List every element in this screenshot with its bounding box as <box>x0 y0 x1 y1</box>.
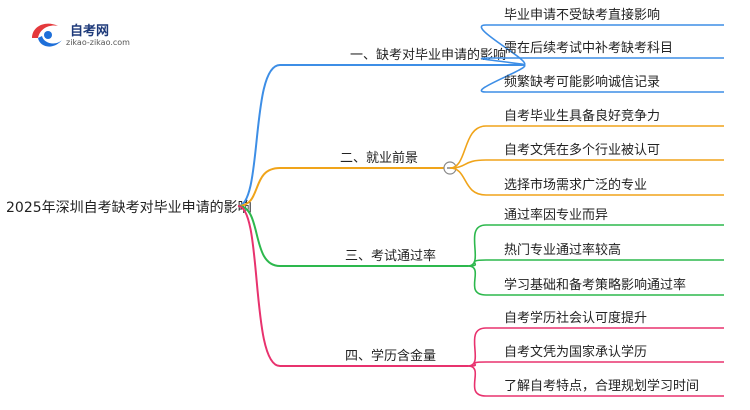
branch-2[interactable]: 二、就业前景 自考毕业生具备良好竞争力自考文凭在多个行业被认可选择市场需求广泛的专… <box>237 108 724 207</box>
branch-connector <box>237 205 281 367</box>
root-topic: 2025年深圳自考缺考对毕业申请的影响 <box>6 200 252 216</box>
leaf-label: 选择市场需求广泛的专业 <box>504 177 647 193</box>
leaf-node[interactable]: 毕业申请不受缺考直接影响 <box>480 7 724 66</box>
leaf-connector <box>449 159 487 169</box>
leaf-label: 自考文凭在多个行业被认可 <box>504 142 660 158</box>
branch-label[interactable]: 三、考试通过率 <box>345 248 436 264</box>
logo-title: 自考网 <box>70 24 110 39</box>
leaf-connector <box>467 265 487 296</box>
leaf-node[interactable]: 自考文凭在多个行业被认可 <box>449 142 724 169</box>
leaf-connector <box>467 365 487 397</box>
leaf-node[interactable]: 热门专业通过率较高 <box>467 242 724 267</box>
branch-label[interactable]: 一、缺考对毕业申请的影响 <box>350 47 506 63</box>
leaf-label: 需在后续考试中补考缺考科目 <box>504 41 673 56</box>
leaf-label: 自考毕业生具备良好竞争力 <box>504 108 660 124</box>
branch-label[interactable]: 二、就业前景 <box>340 150 418 166</box>
leaf-node[interactable]: 需在后续考试中补考缺考科目 <box>481 41 724 66</box>
leaf-connector <box>449 167 487 196</box>
leaf-label: 自考学历社会认可度提升 <box>504 310 647 326</box>
leaf-connector <box>467 361 487 367</box>
branch-label[interactable]: 四、学历含金量 <box>345 348 436 364</box>
leaf-label: 毕业申请不受缺考直接影响 <box>504 7 660 23</box>
leaf-node[interactable]: 自考学历社会认可度提升 <box>467 310 724 367</box>
branch-connector <box>237 64 281 207</box>
leaf-node[interactable]: 自考毕业生具备良好竞争力 <box>449 108 724 169</box>
leaf-label: 了解自考特点，合理规划学习时间 <box>504 378 699 394</box>
leaf-label: 热门专业通过率较高 <box>504 242 621 258</box>
leaf-connector <box>467 327 487 367</box>
logo-url: zikao-zikao.com <box>66 38 130 47</box>
leaf-node[interactable]: 通过率因专业而异 <box>467 207 724 267</box>
branch-4[interactable]: 四、学历含金量 自考学历社会认可度提升自考文凭为国家承认学历了解自考特点，合理规划… <box>237 205 724 397</box>
logo-mark-icon <box>32 23 62 47</box>
leaf-label: 自考文凭为国家承认学历 <box>504 344 647 360</box>
leaf-label: 学习基础和备考策略影响通过率 <box>504 277 686 293</box>
leaf-label: 通过率因专业而异 <box>504 207 608 223</box>
leaf-connector <box>480 64 526 93</box>
branch-connector <box>237 167 281 207</box>
leaf-node[interactable]: 了解自考特点，合理规划学习时间 <box>467 365 724 397</box>
leaf-connector <box>449 125 487 169</box>
leaf-connector <box>467 224 487 267</box>
leaf-node[interactable]: 学习基础和备考策略影响通过率 <box>467 265 724 296</box>
site-logo: 自考网 zikao-zikao.com <box>28 18 148 54</box>
leaf-connector <box>480 24 526 66</box>
leaf-node[interactable]: 频繁缺考可能影响诚信记录 <box>480 64 724 93</box>
branch-1[interactable]: 一、缺考对毕业申请的影响 毕业申请不受缺考直接影响需在后续考试中补考缺考科目频繁缺… <box>237 7 724 207</box>
branch-connector <box>237 205 281 267</box>
leaf-node[interactable]: 自考文凭为国家承认学历 <box>467 344 724 367</box>
leaf-node[interactable]: 选择市场需求广泛的专业 <box>449 167 724 196</box>
leaf-label: 频繁缺考可能影响诚信记录 <box>504 74 660 90</box>
